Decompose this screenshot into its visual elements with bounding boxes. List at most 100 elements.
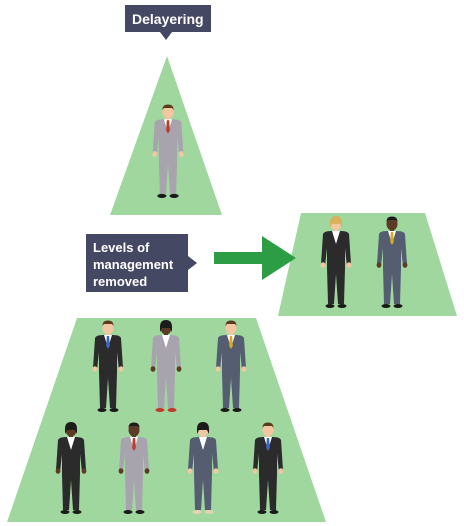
people-layer (55, 104, 408, 514)
shirt (67, 437, 75, 450)
hand (241, 366, 247, 372)
trousers (99, 372, 117, 408)
hand (376, 262, 382, 268)
shoe (123, 510, 133, 514)
hand (346, 262, 352, 268)
base-person-4-figure (55, 422, 87, 514)
shoe (157, 193, 167, 198)
hand (144, 468, 150, 474)
head (162, 105, 174, 119)
jacket (151, 335, 181, 372)
hair (162, 104, 174, 111)
shoe (167, 408, 177, 412)
levels-label-line3: removed (93, 274, 147, 289)
head (225, 321, 237, 335)
trousers (125, 474, 143, 510)
delayering-callout: Delayering (125, 5, 211, 40)
shirt (162, 335, 170, 348)
shoe (169, 193, 179, 198)
shoe (192, 510, 202, 514)
jacket (188, 437, 218, 474)
jacket (56, 437, 86, 474)
hand (402, 262, 408, 268)
head (128, 423, 140, 437)
shoe (257, 510, 267, 514)
removed-level-trapezoid (278, 213, 457, 316)
tie (229, 336, 233, 349)
hand (178, 151, 184, 157)
base-person-7-figure (252, 422, 284, 514)
trousers (157, 372, 175, 408)
arrow-right-icon (214, 236, 296, 280)
base-person-6-figure (187, 422, 219, 514)
shoe (135, 510, 145, 514)
hand (278, 468, 284, 474)
shoe (381, 304, 391, 308)
hand (118, 366, 124, 372)
hair (386, 216, 398, 222)
head (262, 423, 274, 437)
shoe (97, 408, 107, 412)
top-person-figure (152, 104, 184, 198)
shoe (155, 408, 165, 412)
shoe (109, 408, 119, 412)
base-person-1-figure (92, 320, 124, 412)
head (102, 321, 114, 335)
trousers (62, 474, 80, 510)
hand (150, 366, 156, 372)
tie (166, 120, 170, 134)
shoe (337, 304, 347, 308)
right-person-1-figure (320, 216, 352, 308)
shoe (60, 510, 70, 514)
trousers (327, 268, 345, 304)
hair (197, 422, 209, 434)
jacket (321, 231, 351, 268)
hand (252, 468, 258, 474)
hand (92, 366, 98, 372)
base-person-5-figure (118, 422, 150, 514)
shoe (204, 510, 214, 514)
trousers (383, 268, 401, 304)
levels-label-line2: management (93, 257, 174, 272)
hand (118, 468, 124, 474)
tie (266, 438, 270, 451)
hand (187, 468, 193, 474)
hand (215, 366, 221, 372)
hand (152, 151, 158, 157)
trousers (222, 372, 240, 408)
shirt (332, 231, 340, 244)
shoe (72, 510, 82, 514)
jacket (93, 335, 123, 372)
jacket (377, 231, 407, 268)
hair (102, 320, 114, 326)
hair (65, 422, 77, 434)
trousers (158, 157, 178, 194)
hair (128, 422, 140, 428)
jacket (253, 437, 283, 474)
shoe (232, 408, 242, 412)
shoe (269, 510, 279, 514)
hair (330, 216, 342, 228)
hair (160, 320, 172, 332)
hand (55, 468, 61, 474)
hand (176, 366, 182, 372)
jacket (216, 335, 246, 372)
jacket (152, 119, 184, 158)
neck (165, 117, 171, 122)
base-person-3-figure (215, 320, 247, 412)
levels-label-line1: Levels of (93, 240, 150, 255)
tie (132, 438, 136, 451)
trousers (259, 474, 277, 510)
trousers (194, 474, 212, 510)
shirt (199, 437, 207, 450)
right-person-2-figure (376, 216, 408, 308)
head (386, 217, 398, 231)
base-person-2-figure (150, 320, 182, 412)
hand (81, 468, 87, 474)
jacket (119, 437, 149, 474)
hair (225, 320, 237, 326)
tie (390, 232, 394, 245)
levels-removed-callout: Levels of management removed (86, 234, 197, 292)
